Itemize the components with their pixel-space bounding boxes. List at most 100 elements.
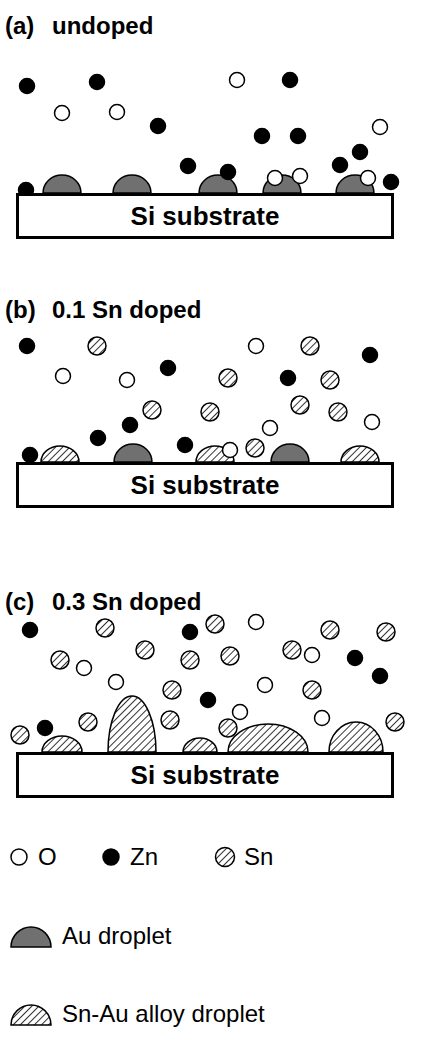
o-atom	[77, 661, 92, 676]
substrate-box: Si substrate	[16, 193, 394, 239]
zn-atom	[291, 129, 306, 144]
legend-swatch	[8, 923, 54, 949]
zn-atom	[123, 418, 138, 433]
panel-letter: (a)	[5, 12, 34, 40]
sn-atom	[246, 439, 264, 457]
substrate-box: Si substrate	[16, 462, 394, 508]
o-atom	[365, 415, 380, 430]
substrate-box: Si substrate	[16, 752, 394, 798]
zn-atom	[283, 73, 298, 88]
sn-atom	[321, 621, 339, 639]
panel-letter: (b)	[5, 296, 36, 324]
legend-swatch	[8, 1001, 54, 1027]
sn-atom	[291, 396, 309, 414]
zn-atom	[20, 339, 35, 354]
au-droplet	[43, 175, 81, 193]
sn-au-alloy-droplet	[108, 696, 156, 752]
zn-atom	[90, 75, 105, 90]
panel-heading: 0.3 Sn doped	[52, 588, 201, 616]
au-droplet	[114, 444, 152, 462]
sn-atom	[321, 371, 339, 389]
substrate-label: Si substrate	[131, 760, 280, 791]
sn-atom	[79, 713, 97, 731]
sn-atom	[161, 711, 179, 729]
sn-atom	[163, 681, 181, 699]
sn-atom	[301, 337, 319, 355]
au-droplet	[113, 175, 151, 193]
sn-au-alloy-droplet	[329, 722, 383, 752]
o-atom	[249, 615, 264, 630]
atom-sample	[216, 848, 235, 867]
zn-atom	[255, 129, 270, 144]
legend-label: Sn-Au alloy droplet	[62, 1000, 265, 1028]
zn-atom	[348, 651, 363, 666]
legend-swatch	[214, 846, 236, 868]
zn-atom	[384, 175, 399, 190]
legend-entry: O	[8, 843, 57, 871]
zn-atom	[201, 693, 216, 708]
sn-atom	[181, 651, 199, 669]
legend-entry: Sn-Au alloy droplet	[8, 1000, 265, 1028]
sn-atom	[219, 369, 237, 387]
o-atom	[120, 373, 135, 388]
sn-atom	[221, 647, 239, 665]
legend-swatch	[100, 846, 122, 868]
sn-atom	[206, 615, 224, 633]
atom-sample	[103, 849, 119, 865]
o-atom	[305, 648, 320, 663]
legend-swatch	[8, 846, 30, 868]
legend-entry: Zn	[100, 843, 158, 871]
zn-atom	[373, 669, 388, 684]
zn-atom	[183, 625, 198, 640]
o-atom	[249, 339, 264, 354]
sn-atom	[96, 619, 114, 637]
legend-entry: Au droplet	[8, 922, 171, 950]
panel-letter: (c)	[5, 588, 34, 616]
panel-heading: 0.1 Sn doped	[52, 296, 201, 324]
zn-atom	[91, 431, 106, 446]
o-atom	[258, 678, 273, 693]
substrate-label: Si substrate	[131, 470, 280, 501]
o-atom	[293, 169, 308, 184]
sn-au-alloy-droplet	[41, 446, 79, 462]
droplet-sample	[11, 927, 51, 947]
sn-atom	[329, 403, 347, 421]
o-atom	[315, 711, 330, 726]
o-atom	[373, 120, 388, 135]
o-atom	[223, 443, 238, 458]
legend-entry: Sn	[214, 843, 273, 871]
zn-atom	[333, 158, 348, 173]
zn-atom	[281, 371, 296, 386]
sn-atom	[143, 401, 161, 419]
sn-atom	[136, 641, 154, 659]
sn-atom	[377, 623, 395, 641]
sn-atom	[283, 641, 301, 659]
o-atom	[263, 421, 278, 436]
droplet-sample	[11, 1005, 51, 1025]
o-atom	[56, 369, 71, 384]
sn-atom	[219, 719, 237, 737]
legend-label: Au droplet	[62, 922, 171, 950]
zn-atom	[178, 438, 193, 453]
sn-atom	[11, 726, 29, 744]
legend-label: Zn	[130, 843, 158, 871]
o-atom	[230, 73, 245, 88]
zn-atom	[151, 119, 166, 134]
sn-atom	[51, 651, 69, 669]
zn-atom	[38, 721, 53, 736]
au-droplet	[271, 444, 309, 462]
zn-atom	[353, 145, 368, 160]
legend-label: Sn	[244, 843, 273, 871]
substrate-label: Si substrate	[131, 201, 280, 232]
sn-atom	[88, 337, 106, 355]
zn-atom	[20, 79, 35, 94]
zn-atom	[181, 159, 196, 174]
zn-atom	[363, 348, 378, 363]
sn-atom	[201, 403, 219, 421]
panel-heading: undoped	[52, 12, 153, 40]
zn-atom	[161, 361, 176, 376]
o-atom	[233, 705, 248, 720]
o-atom	[110, 105, 125, 120]
